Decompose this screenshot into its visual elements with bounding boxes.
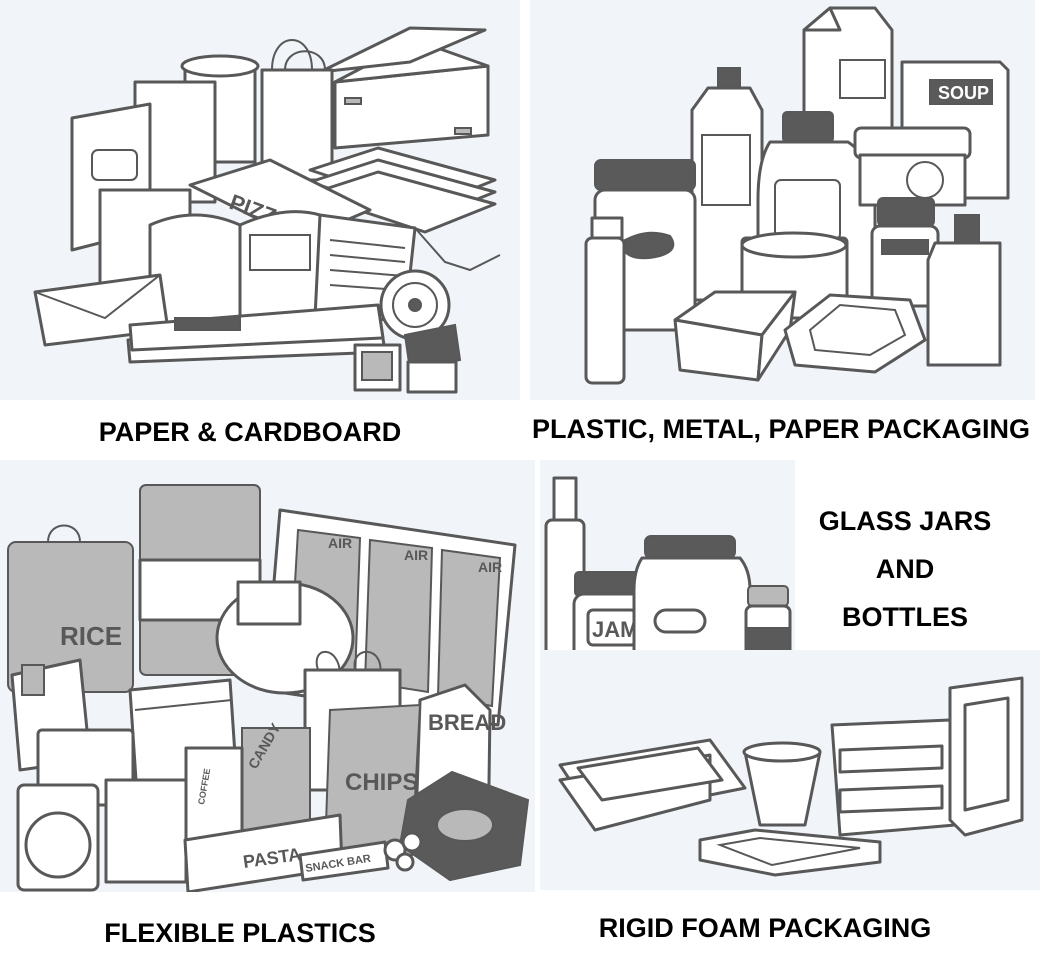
foam-panel <box>540 650 1040 890</box>
air-pillow-label-3: AIR <box>478 559 502 575</box>
packaging-illustration: SOUP <box>584 6 1010 385</box>
jam-jar-icon: JAM <box>572 571 646 692</box>
soup-box-label: SOUP <box>938 83 989 103</box>
foam-tray-icon <box>698 828 882 877</box>
flexible-plastics-panel: RICE AIR AIR AIR <box>0 460 535 892</box>
spray-bottle-icon <box>584 216 626 385</box>
glass-caption: GLASS JARS AND BOTTLES <box>800 497 1010 641</box>
flexible-plastics-caption: FLEXIBLE PLASTICS <box>104 918 376 948</box>
packaging-panel: SOUP <box>530 0 1035 400</box>
bread-bag-label: BREAD <box>428 710 506 735</box>
paper-bag-icon <box>260 39 334 182</box>
ice-cream-tub-icon <box>853 126 972 207</box>
dark-tray-icon <box>398 770 530 882</box>
paper-cardboard-illustration: PIZZA <box>33 26 501 394</box>
small-carton-icon <box>353 323 462 394</box>
storage-box-icon <box>318 26 490 150</box>
glass-caption-line-3: BOTTLES <box>842 602 968 632</box>
chips-bag-icon: CHIPS <box>323 703 422 857</box>
foam-corner-piece-icon <box>948 676 1024 837</box>
rice-bag-label: RICE <box>60 621 122 651</box>
foam-insert-block-icon <box>830 718 957 837</box>
snack-bar-icon: SNACK BAR <box>298 840 390 882</box>
packaging-caption: PLASTIC, METAL, PAPER PACKAGING <box>532 414 1031 444</box>
foam-clamshell-icon <box>558 738 747 832</box>
foam-caption: RIGID FOAM PACKAGING <box>598 913 932 943</box>
air-pillow-label-1: AIR <box>328 535 352 551</box>
air-pillow-label-2: AIR <box>404 547 428 563</box>
paper-cardboard-panel: PIZZA <box>0 0 520 400</box>
glass-caption-line-1: GLASS JARS <box>818 506 992 536</box>
food-tray-icon <box>783 293 927 374</box>
rice-bag-icon: RICE <box>7 524 134 693</box>
newspaper-stack-icon <box>308 146 497 234</box>
coffee-bag-icon: COFFEE <box>184 746 244 845</box>
foam-illustration <box>558 676 1024 877</box>
ribbon-bow-icon <box>383 831 423 872</box>
foam-cup-icon <box>742 741 822 827</box>
wrap-pack-icon <box>104 778 188 884</box>
paper-cardboard-caption: PAPER & CARDBOARD <box>98 417 402 447</box>
small-jar-icon <box>870 197 940 308</box>
glass-caption-line-2: AND <box>875 554 935 584</box>
chips-bag-label: CHIPS <box>345 769 418 796</box>
jam-jar-label: JAM <box>592 617 638 642</box>
produce-net-icon <box>215 580 355 695</box>
flexible-plastics-illustration: RICE AIR AIR AIR <box>7 484 530 892</box>
pump-bottle-icon <box>926 214 1002 367</box>
candy-bag-icon: CANDY <box>241 720 311 839</box>
round-lid-pouch-icon <box>16 783 100 892</box>
